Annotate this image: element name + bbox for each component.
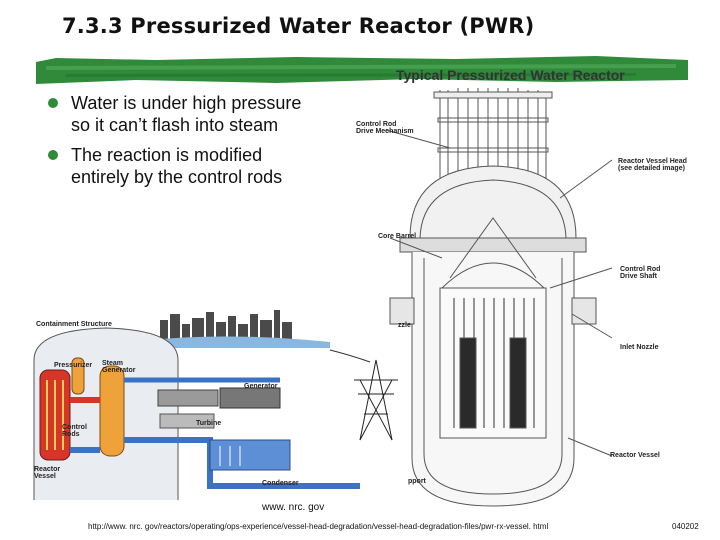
bullet-list: Water is under high pressure so it can’t… [44,92,364,196]
bullet-item: Water is under high pressure so it can’t… [44,92,364,136]
support-label: pport [408,478,426,485]
reactor-vessel-plant-label: Reactor Vessel [34,466,61,480]
reactor-vessel-head-label: Reactor Vessel Head (see detailed image) [618,158,687,172]
inlet-nozzle-label: Inlet Nozzle [620,344,659,351]
containment-structure-label: Containment Structure [36,321,112,328]
control-rod-drive-mechanism-label: Control Rod Drive Mechanism [356,121,414,135]
image-credit: www. nrc. gov [262,502,325,513]
condenser-label: Condenser [262,480,299,487]
generator-label: Generator [244,383,278,390]
vessel-diagram-title: Typical Pressurized Water Reactor [396,67,625,83]
control-rods-label: Control Rods [62,424,87,438]
steam-generator-label: Steam Generator [102,360,136,374]
pressurizer-label: Pressurizer [54,362,93,369]
reactor-vessel-illustration [385,88,613,507]
pwr-plant-cycle-illustration [33,310,398,500]
slide-title: 7.3.3 Pressurized Water Reactor (PWR) [62,14,535,38]
outlet-nozzle-label: zzle [398,322,411,329]
reactor-vessel-label: Reactor Vessel [610,452,660,459]
control-rod-drive-shaft-label: Control Rod Drive Shaft [620,266,661,280]
bullet-item: The reaction is modified entirely by the… [44,144,364,188]
core-barrel-label: Core Barrel [378,233,417,240]
slide-code: 040202 [672,522,699,531]
title-underline-bar [36,56,688,84]
turbine-label: Turbine [196,420,222,427]
source-url: http://www. nrc. gov/reactors/operating/… [88,522,549,531]
bullet-icon [48,98,58,108]
bullet-icon [48,150,58,160]
